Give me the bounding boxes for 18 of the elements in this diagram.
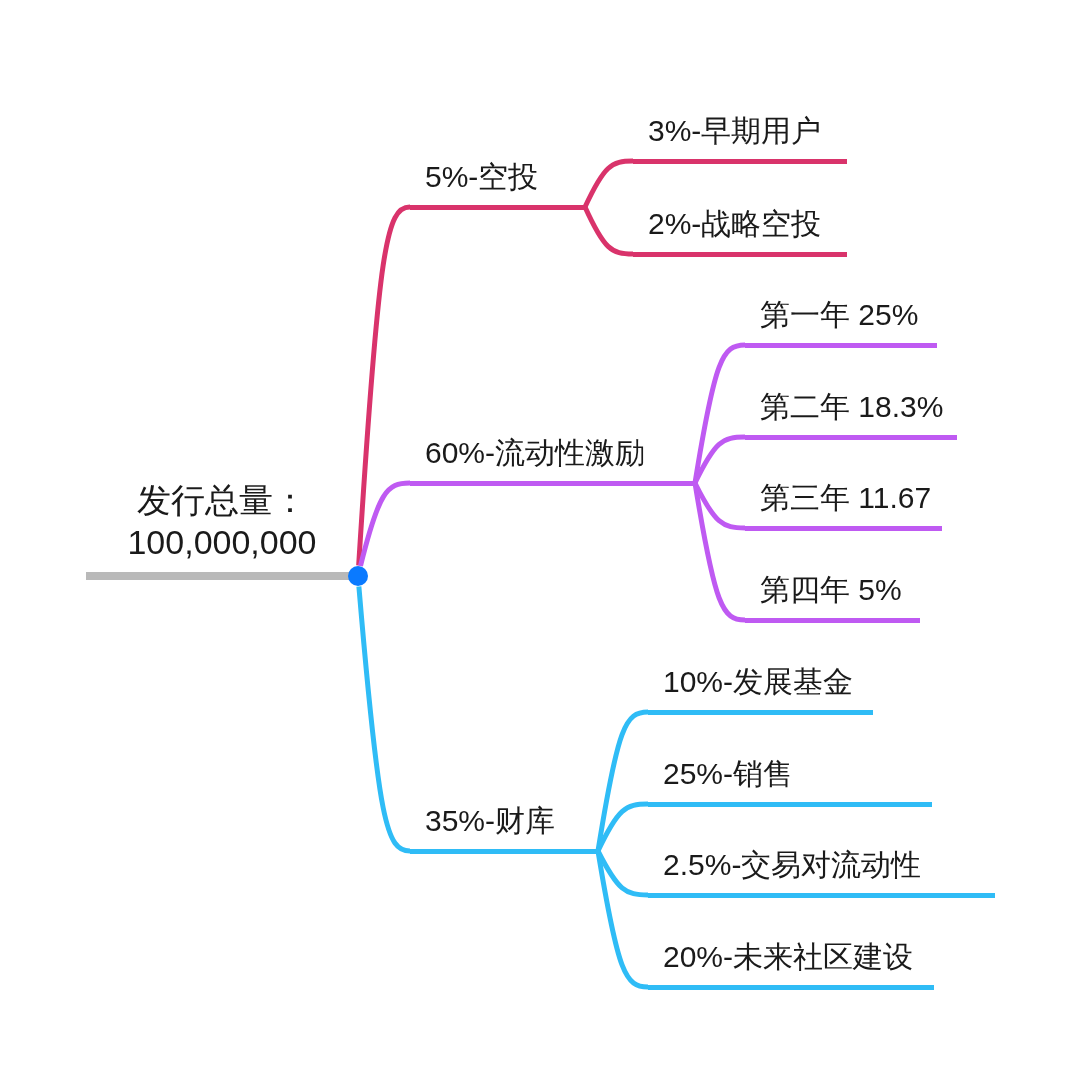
leaf-topic: 第二年 18.3%	[745, 388, 957, 440]
branch-connector	[582, 158, 634, 209]
branch-topic: 5%-空投	[410, 158, 585, 210]
branch-topic: 60%-流动性激励	[410, 434, 695, 486]
leaf-topic: 3%-早期用户	[633, 112, 847, 164]
leaf-topic: 20%-未来社区建设	[648, 938, 934, 990]
branch-connector	[692, 434, 746, 485]
leaf-topic: 第四年 5%	[745, 571, 920, 623]
branch-connector	[595, 801, 649, 853]
leaf-topic: 第三年 11.67	[745, 479, 942, 531]
leaf-topic: 25%-销售	[648, 755, 932, 807]
leaf-topic: 2%-战略空投	[633, 205, 847, 257]
leaf-topic: 10%-发展基金	[648, 663, 873, 715]
branch-connector	[582, 205, 634, 257]
leaf-topic: 第一年 25%	[745, 296, 937, 348]
leaf-topic: 2.5%-交易对流动性	[648, 846, 995, 898]
branch-connector	[358, 480, 411, 567]
branch-topic: 35%-财库	[410, 802, 598, 854]
